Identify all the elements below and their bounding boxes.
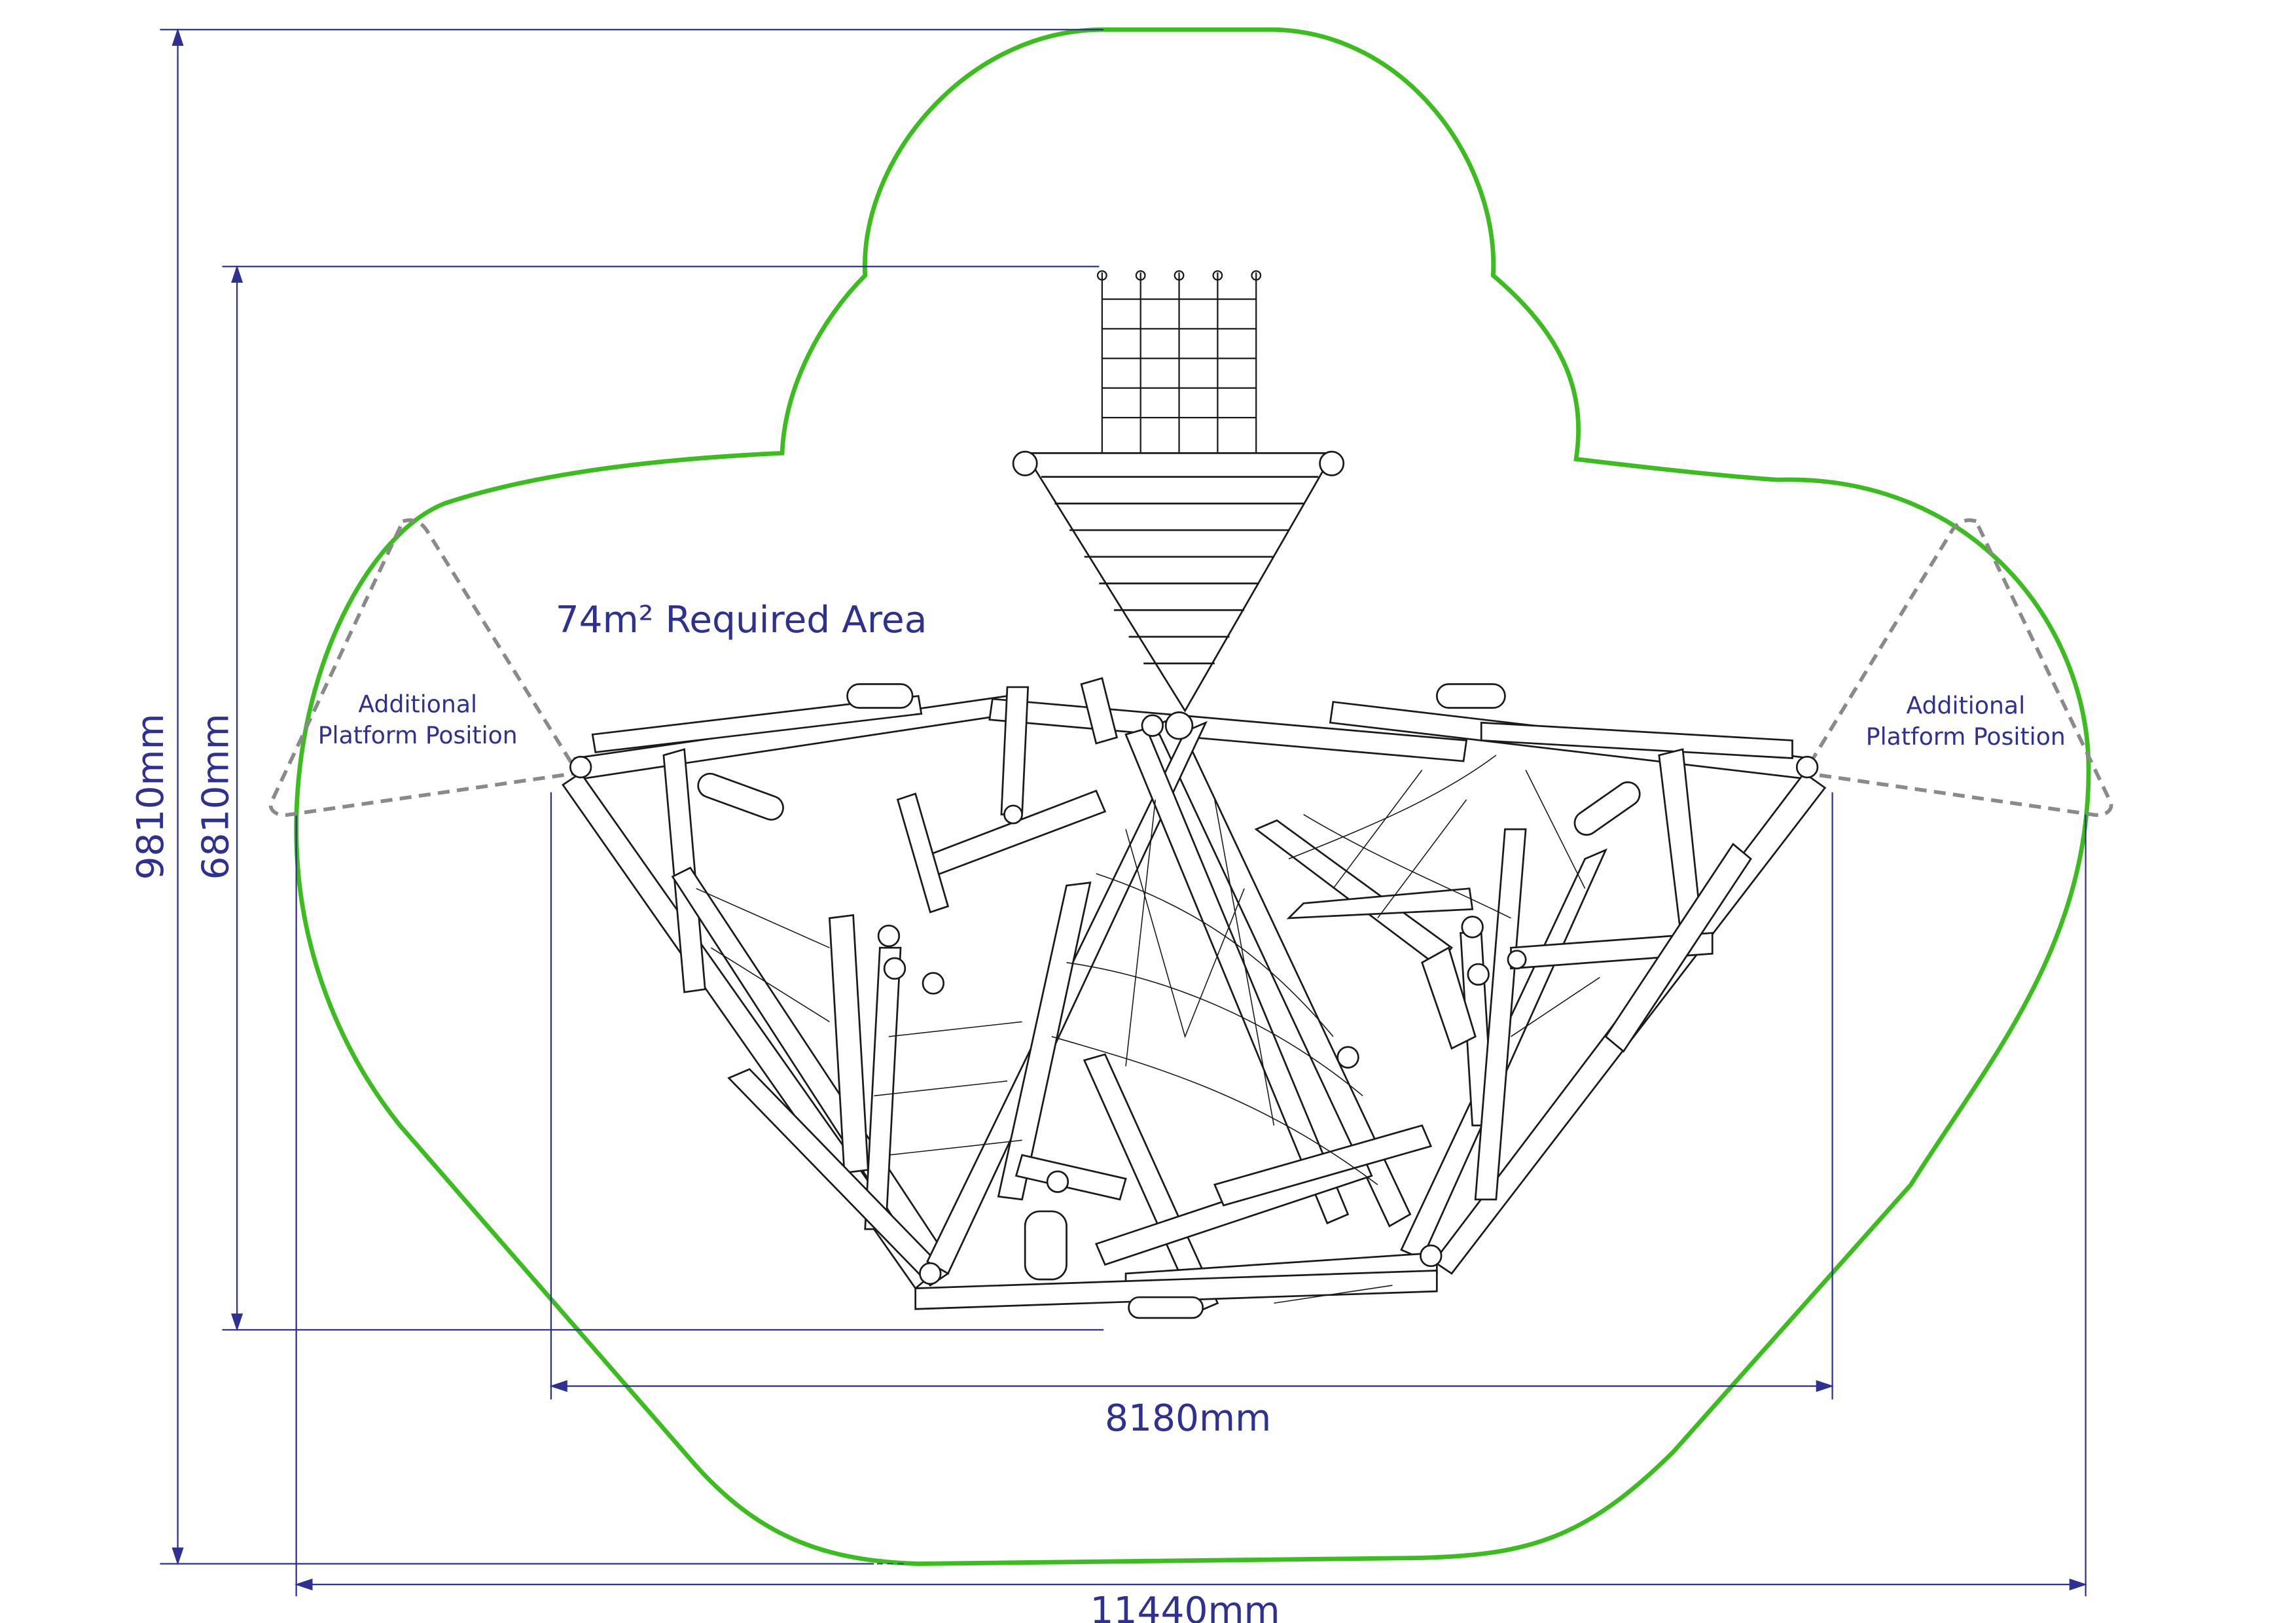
- platform-left-line1: Additional: [358, 690, 477, 718]
- platform-right-line2: Platform Position: [1866, 722, 2066, 751]
- climbing-structure: [562, 677, 1827, 1319]
- overall-width-label: 11440mm: [1090, 1589, 1280, 1623]
- rope-net: [696, 755, 1600, 1304]
- additional-platform-right: [1801, 518, 2113, 817]
- dimension-lines: [160, 27, 2087, 1597]
- dimension-dashes: [296, 1329, 1104, 1565]
- platform-right-line1: Additional: [1906, 692, 2025, 720]
- safety-zone-outline: [294, 27, 2091, 1566]
- triangle-frame: [1012, 450, 1345, 713]
- platform-left-line2: Platform Position: [318, 721, 518, 749]
- structure-width-label: 8180mm: [1105, 1397, 1271, 1440]
- rope-ladder: [1096, 270, 1262, 454]
- joint-connectors: [569, 711, 1819, 1285]
- additional-platform-left: [268, 518, 581, 817]
- structure-height-label: 6810mm: [194, 713, 238, 880]
- overall-height-label: 9810mm: [129, 713, 172, 880]
- grip-coils: [697, 683, 1641, 1319]
- area-label: 74m² Required Area: [556, 598, 927, 641]
